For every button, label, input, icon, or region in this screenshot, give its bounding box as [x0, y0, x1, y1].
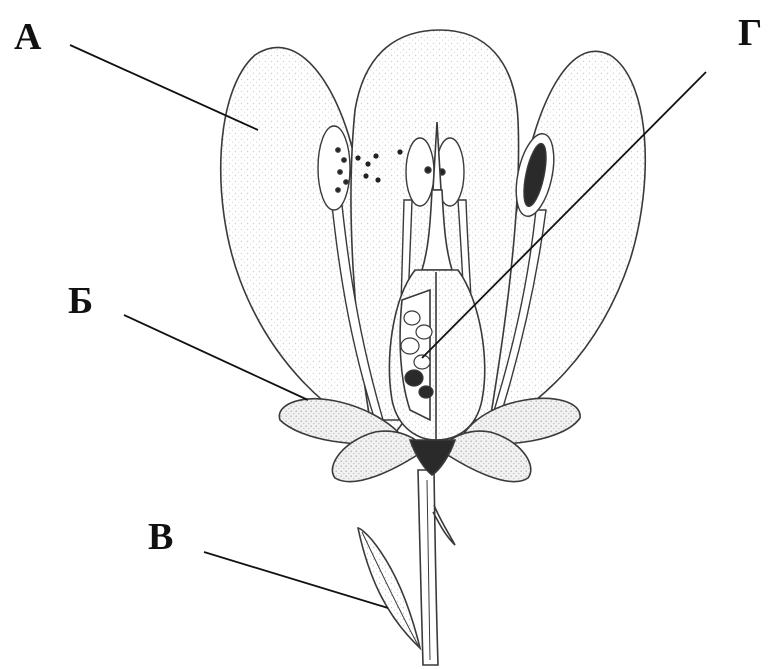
label-g: Г — [738, 14, 762, 52]
leaf — [358, 528, 420, 648]
leader-line-a — [70, 45, 258, 130]
label-b: Б — [68, 282, 93, 320]
label-v: В — [148, 518, 173, 556]
leader-line-v — [204, 552, 388, 608]
anther-left — [318, 126, 350, 210]
label-a: А — [14, 18, 41, 56]
stem — [418, 470, 455, 665]
